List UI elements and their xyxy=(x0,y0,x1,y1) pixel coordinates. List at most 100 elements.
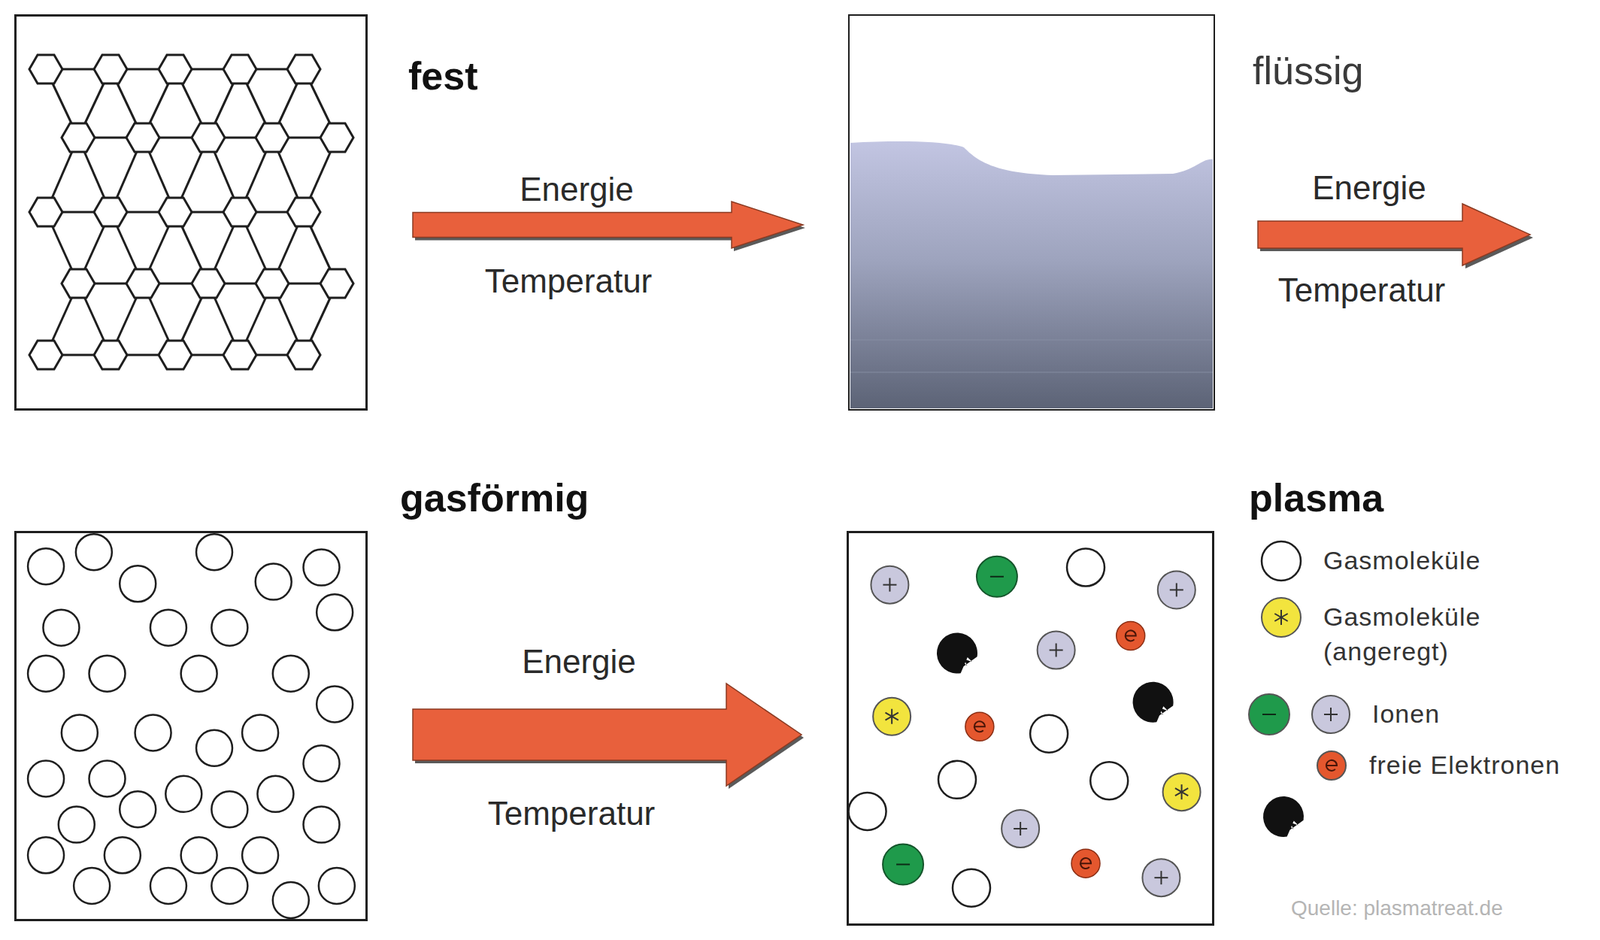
gas-molecule xyxy=(303,806,340,843)
plus-symbol xyxy=(1160,870,1162,885)
gas-molecule xyxy=(938,760,976,799)
electron-symbol xyxy=(1326,760,1337,771)
gas-molecule xyxy=(1066,548,1105,587)
star-symbol xyxy=(1274,613,1288,622)
arrow-label: Temperatur xyxy=(487,794,656,834)
lattice-atom xyxy=(29,197,63,227)
plus-symbol xyxy=(1330,707,1332,722)
plus-symbol xyxy=(1019,821,1022,836)
plasma-particles xyxy=(848,548,1350,907)
legend-swatch-box xyxy=(1246,691,1292,737)
star-symbol xyxy=(1274,613,1288,622)
energy-arrow xyxy=(412,683,804,789)
gas-molecule xyxy=(119,790,156,828)
minus-symbol xyxy=(1262,713,1276,716)
minus-symbol xyxy=(990,575,1004,578)
lattice-atom xyxy=(126,269,160,298)
edge-label: Energie xyxy=(521,642,637,682)
gas-molecule xyxy=(42,609,79,646)
gas-molecule xyxy=(27,548,64,585)
gas-molecule xyxy=(119,565,156,602)
lattice-atom xyxy=(158,54,192,84)
gas-molecule xyxy=(1030,715,1068,753)
state-heading: gasförmig xyxy=(400,475,589,522)
gas-molecule xyxy=(75,533,113,570)
gas-molecules xyxy=(27,533,355,919)
gas-molecule xyxy=(73,867,110,904)
reactive-particle xyxy=(936,633,978,674)
gas-molecule xyxy=(303,745,340,782)
gas-molecule xyxy=(316,593,353,631)
state-heading: plasma xyxy=(1248,475,1384,522)
source-note: Quelle: plasmatreat.de xyxy=(1290,896,1504,921)
gas-molecule xyxy=(27,655,64,692)
arrow-label: Temperatur xyxy=(1278,271,1446,310)
gas-molecule xyxy=(272,881,310,919)
gas-molecule xyxy=(211,867,248,904)
lattice-atom xyxy=(287,340,321,370)
legend-text: Gasmoleküle (angeregt) xyxy=(1323,600,1512,670)
state-panel: plasma xyxy=(846,530,1215,926)
state-panel: flüssig xyxy=(848,14,1216,411)
crystal-lattice xyxy=(29,54,354,370)
gas-molecule xyxy=(27,836,64,873)
lattice-atom xyxy=(158,340,192,370)
plus-symbol xyxy=(1175,582,1178,597)
lattice-atom xyxy=(223,340,257,370)
positive-ion xyxy=(870,566,909,604)
gas-molecule xyxy=(303,549,340,586)
lattice-atom xyxy=(320,269,354,298)
lattice-atom xyxy=(93,197,128,227)
gas-molecule xyxy=(255,563,292,600)
free-electron xyxy=(1071,848,1100,878)
legend-swatch-box xyxy=(1258,538,1304,584)
state-panel: gasförmig xyxy=(14,530,368,922)
lattice-atom xyxy=(191,269,225,298)
energy-arrow xyxy=(412,201,806,252)
legend-text: Ionen xyxy=(1372,696,1440,732)
positive-ion xyxy=(1001,809,1040,848)
reactive-particle xyxy=(1133,681,1174,723)
gas-molecule xyxy=(181,655,218,692)
positive-ion xyxy=(1037,631,1076,670)
legend-swatch xyxy=(1317,751,1346,780)
gas-molecule xyxy=(135,714,172,751)
lattice-atom xyxy=(287,197,321,227)
lattice-atom xyxy=(255,123,289,152)
negative-ion xyxy=(882,844,924,885)
liquid-line xyxy=(850,339,1213,341)
legend-text: freie Elektronen xyxy=(1369,748,1561,783)
liquid-line xyxy=(850,371,1213,373)
gas-molecule xyxy=(272,655,310,692)
lattice-atom xyxy=(29,54,63,84)
state-panel: fest xyxy=(14,14,368,411)
state-heading: fest xyxy=(408,54,478,100)
star-symbol xyxy=(884,712,898,721)
lattice-atom xyxy=(223,197,257,227)
excited-molecule xyxy=(872,697,911,736)
gas-molecule xyxy=(89,760,126,797)
state-heading: flüssig xyxy=(1252,48,1364,94)
lattice-atom xyxy=(255,269,289,298)
gas-molecule xyxy=(61,714,98,751)
lattice-atom xyxy=(191,123,225,152)
gas-molecule xyxy=(318,867,355,904)
gas-molecule xyxy=(211,790,248,828)
free-electron xyxy=(965,712,994,741)
gas-molecule xyxy=(150,867,187,904)
lattice-atom xyxy=(61,123,95,152)
gas-molecule xyxy=(1090,761,1128,800)
legend-swatch-box xyxy=(1309,742,1355,788)
lattice-atom xyxy=(223,54,257,84)
gas-molecule xyxy=(196,533,233,570)
negative-ion xyxy=(976,556,1018,597)
legend-text: Gasmoleküle xyxy=(1323,543,1481,579)
gas-molecule xyxy=(58,806,95,843)
star-symbol xyxy=(1175,787,1188,796)
lattice-atom xyxy=(61,269,95,298)
energy-arrow xyxy=(1257,203,1531,266)
legend-swatch xyxy=(1248,693,1290,735)
arrow-label: Temperatur xyxy=(484,262,653,301)
